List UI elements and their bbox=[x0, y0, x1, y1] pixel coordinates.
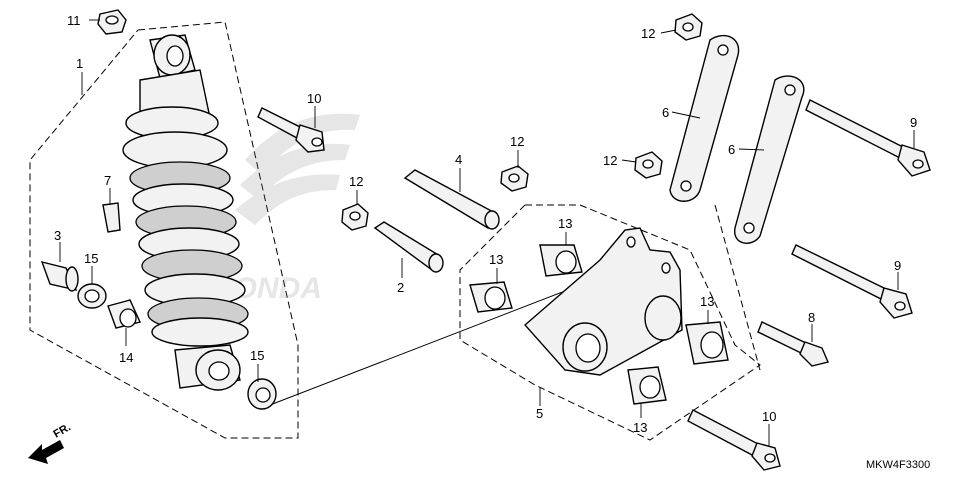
label-5: 5 bbox=[536, 406, 543, 421]
nut-12-right bbox=[634, 151, 663, 179]
collar-2 bbox=[373, 221, 444, 273]
shock-assembly-outline bbox=[29, 21, 299, 439]
honda-wing-watermark: HONDA bbox=[212, 113, 360, 305]
label-12-b: 12 bbox=[349, 174, 363, 189]
bearing-14 bbox=[107, 299, 141, 329]
label-12-d: 12 bbox=[641, 26, 655, 41]
rear-shock-absorber bbox=[122, 34, 249, 391]
nut-12-center bbox=[500, 165, 529, 192]
bolt-9-top bbox=[805, 99, 931, 177]
nut-12-top-left bbox=[97, 9, 127, 35]
label-6-a: 6 bbox=[662, 105, 669, 120]
diagram-code: MKW4F3300 bbox=[866, 459, 930, 471]
dust-seal-15-right bbox=[247, 378, 277, 410]
label-6-b: 6 bbox=[728, 142, 735, 157]
label-15-b: 15 bbox=[250, 348, 264, 363]
bearing-13-top bbox=[539, 244, 583, 277]
label-1: 1 bbox=[76, 56, 83, 71]
link-6-left bbox=[669, 35, 740, 202]
label-9-a: 9 bbox=[910, 115, 917, 130]
collar-4 bbox=[403, 169, 500, 230]
washer-7 bbox=[102, 202, 121, 233]
front-direction-arrow: FR. bbox=[28, 421, 73, 464]
label-13-d: 13 bbox=[633, 420, 647, 435]
label-13-b: 13 bbox=[489, 252, 503, 267]
collar-3 bbox=[40, 261, 79, 292]
bolt-9-bottom bbox=[791, 244, 913, 319]
label-3: 3 bbox=[54, 228, 61, 243]
label-15-a: 15 bbox=[84, 251, 98, 266]
label-12-e: 12 bbox=[603, 153, 617, 168]
bearing-13-bottom bbox=[627, 366, 667, 405]
nut-12-top-right bbox=[674, 13, 703, 41]
label-2: 2 bbox=[397, 280, 404, 295]
link-6-right bbox=[734, 75, 805, 244]
front-arrow-label: FR. bbox=[52, 421, 73, 440]
label-12-c: 12 bbox=[510, 134, 524, 149]
cushion-arm-outline bbox=[459, 204, 761, 441]
label-7: 7 bbox=[104, 173, 111, 188]
bolt-11 bbox=[257, 107, 325, 153]
label-11: 10 bbox=[307, 91, 321, 106]
label-4: 4 bbox=[455, 152, 462, 167]
label-14: 14 bbox=[119, 350, 133, 365]
nut-12-mid-left bbox=[341, 203, 369, 231]
bearing-13-left bbox=[469, 281, 513, 313]
dust-seal-15-left bbox=[77, 283, 107, 309]
label-9-b: 9 bbox=[894, 258, 901, 273]
cushion-arm bbox=[524, 227, 683, 376]
leader-lines bbox=[59, 19, 915, 446]
bearing-13-right bbox=[685, 321, 729, 365]
bolt-8 bbox=[757, 321, 829, 367]
label-10: 10 bbox=[762, 409, 776, 424]
label-8: 8 bbox=[808, 310, 815, 325]
part-labels: 11 1 7 3 15 14 15 10 12 12 4 2 13 13 13 … bbox=[54, 13, 917, 435]
label-13-c: 13 bbox=[700, 294, 714, 309]
label-12-a: 11 bbox=[67, 13, 81, 28]
bolt-10 bbox=[687, 409, 781, 471]
link-outline bbox=[714, 204, 761, 371]
label-13-a: 13 bbox=[558, 216, 572, 231]
